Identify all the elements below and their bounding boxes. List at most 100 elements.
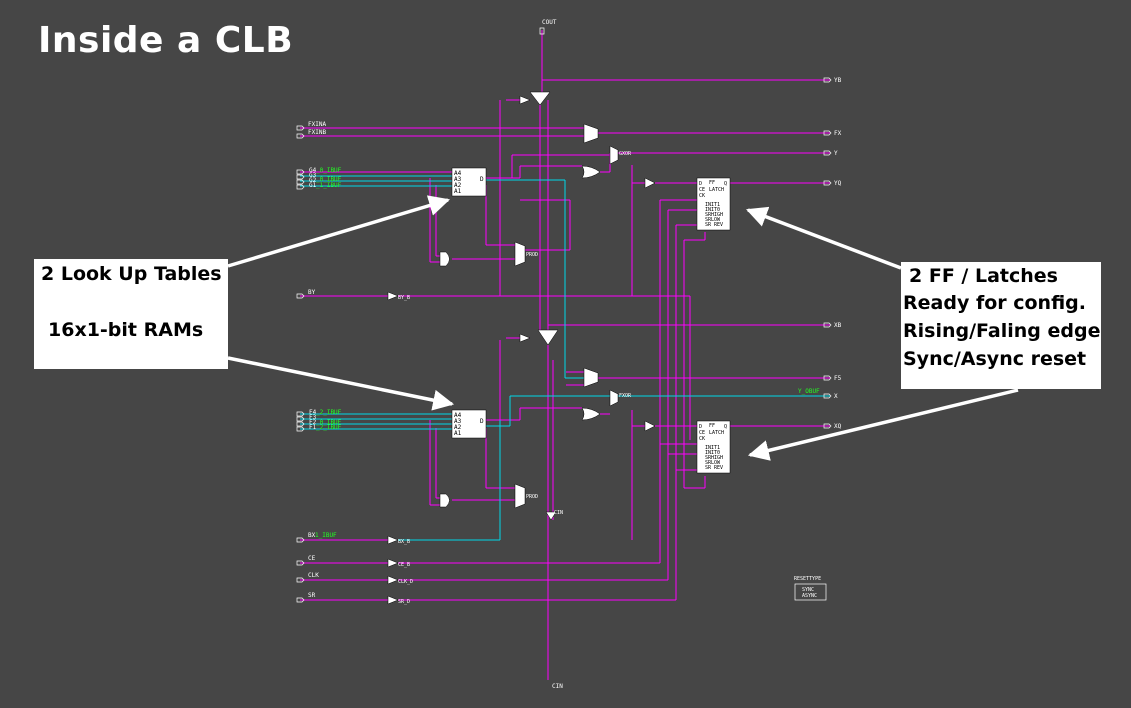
svg-text:SRHIGH: SRHIGH [705, 212, 723, 218]
callout-lut-line-2: 16x1-bit RAMs [48, 319, 204, 341]
net-bx: 1_IBUF [315, 532, 337, 539]
port-g4: G4 [309, 167, 317, 174]
signal-wires [300, 175, 830, 541]
svg-text:A4: A4 [454, 170, 462, 177]
block-labels: COUT CIN GXOR FXOR PROD PROD BY_B BX_B C… [398, 19, 632, 690]
port-g1: G1 [309, 182, 317, 189]
wires [300, 30, 830, 680]
svg-text:FF: FF [709, 423, 715, 429]
port-by: BY [308, 289, 316, 296]
svg-text:SRHIGH: SRHIGH [705, 455, 723, 461]
callout-arrows [227, 195, 1019, 461]
net-x: Y_OBUF [798, 388, 820, 395]
port-yq: YQ [834, 180, 842, 187]
net-g3: _0_IBUF [316, 176, 342, 183]
svg-text:A1: A1 [454, 188, 462, 195]
callout-flip-flops: 2 FF / Latches Ready for config. Rising/… [901, 262, 1101, 389]
port-f4: F4 [309, 409, 317, 416]
svg-text:Q: Q [724, 424, 727, 430]
label-cin-inner: CIN [554, 510, 563, 516]
callout-ff-line-4: Sync/Async reset [903, 348, 1087, 370]
port-y: Y [834, 150, 838, 157]
port-f1: F1 [309, 424, 317, 431]
right-port-labels: YB FX Y YQ XB F5 X Y_OBUF XQ [798, 77, 842, 430]
svg-text:ASYNC: ASYNC [802, 593, 817, 599]
net-f2: _0_IBUF [316, 419, 342, 426]
lut-f: A4 A3 A2 A1 D [451, 409, 487, 439]
svg-text:SR REV: SR REV [705, 465, 723, 471]
svg-text:SYNC: SYNC [802, 587, 814, 593]
port-fx: FX [834, 130, 842, 137]
port-bx: BX [308, 532, 316, 539]
svg-text:D: D [480, 418, 484, 425]
ff-latch-x: FF D Q CE LATCH CK INIT1 INIT0 SRHIGH SR… [696, 420, 731, 474]
net-f4: _2_IBUF [316, 409, 342, 416]
label-by-buf: BY_B [398, 295, 410, 301]
svg-text:SRLOW: SRLOW [705, 217, 721, 223]
svg-text:CK: CK [699, 436, 705, 442]
port-xb: XB [834, 322, 842, 329]
left-port-markers [296, 125, 305, 603]
left-port-labels: FXINA FXINB G4 G3 G2 G1 _0_IBUF _0_IBUF … [308, 121, 342, 599]
svg-text:INIT0: INIT0 [705, 207, 720, 213]
svg-text:RESETTYPE: RESETTYPE [794, 576, 821, 582]
lut-g: A4 A3 A2 A1 D [451, 167, 487, 197]
port-f5: F5 [834, 375, 842, 382]
page-title: Inside a CLB [38, 20, 294, 61]
svg-text:A3: A3 [454, 176, 462, 183]
port-yb: YB [834, 77, 842, 84]
resettype-box: RESETTYPE SYNC ASYNC [794, 576, 827, 601]
svg-text:CE: CE [699, 187, 705, 193]
svg-text:D: D [480, 176, 484, 183]
label-fprod: PROD [526, 494, 538, 500]
label-gxor: GXOR [619, 151, 632, 157]
label-clk-buf: CLK_D [398, 579, 413, 585]
label-fxor: FXOR [619, 393, 632, 399]
callout-ff-line-2: Ready for config. [903, 292, 1086, 314]
callout-ff-line-3: Rising/Faling edge [903, 320, 1101, 342]
svg-text:CK: CK [699, 193, 705, 199]
callout-lut-line-1: 2 Look Up Tables [41, 263, 222, 285]
port-cin: CIN [552, 683, 563, 690]
port-clk: CLK [308, 572, 319, 579]
port-x: X [834, 393, 838, 400]
svg-text:CE: CE [699, 430, 705, 436]
net-g2: _1_IBUF [316, 182, 342, 189]
port-cout: COUT [542, 19, 557, 26]
label-ce-buf: CE_B [398, 562, 410, 568]
net-f1: _2_IBUF [316, 424, 342, 431]
port-fxinb: FXINB [308, 129, 326, 136]
port-g2: G2 [309, 177, 317, 184]
port-f2: F2 [309, 419, 317, 426]
svg-text:INIT1: INIT1 [705, 202, 720, 208]
label-bx-buf: BX_B [398, 539, 410, 545]
svg-text:LATCH: LATCH [709, 187, 724, 193]
right-port-markers [823, 77, 832, 429]
svg-text:FF: FF [709, 180, 715, 186]
port-fxina: FXINA [308, 121, 326, 128]
port-f3: F3 [309, 414, 317, 421]
svg-text:Q: Q [724, 181, 727, 187]
svg-text:A2: A2 [454, 182, 462, 189]
port-ce: CE [308, 555, 316, 562]
callout-look-up-tables: 2 Look Up Tables 16x1-bit RAMs [34, 259, 228, 369]
svg-text:INIT0: INIT0 [705, 450, 720, 456]
port-g3: G3 [309, 172, 317, 179]
svg-text:INIT1: INIT1 [705, 445, 720, 451]
svg-text:A4: A4 [454, 412, 462, 419]
svg-text:D: D [699, 181, 702, 187]
port-xq: XQ [834, 423, 842, 430]
callout-ff-line-1: 2 FF / Latches [909, 265, 1058, 287]
svg-text:A1: A1 [454, 430, 462, 437]
logic-gates [387, 91, 656, 605]
svg-text:A3: A3 [454, 418, 462, 425]
svg-text:SR REV: SR REV [705, 222, 723, 228]
svg-text:D: D [699, 424, 702, 430]
svg-text:A2: A2 [454, 424, 462, 431]
svg-text:LATCH: LATCH [709, 430, 724, 436]
port-sr: SR [308, 592, 316, 599]
svg-text:SRLOW: SRLOW [705, 460, 721, 466]
label-gprod: PROD [526, 252, 538, 258]
ff-latch-y: FF D Q CE LATCH CK INIT1 INIT0 SRHIGH SR… [696, 177, 731, 231]
